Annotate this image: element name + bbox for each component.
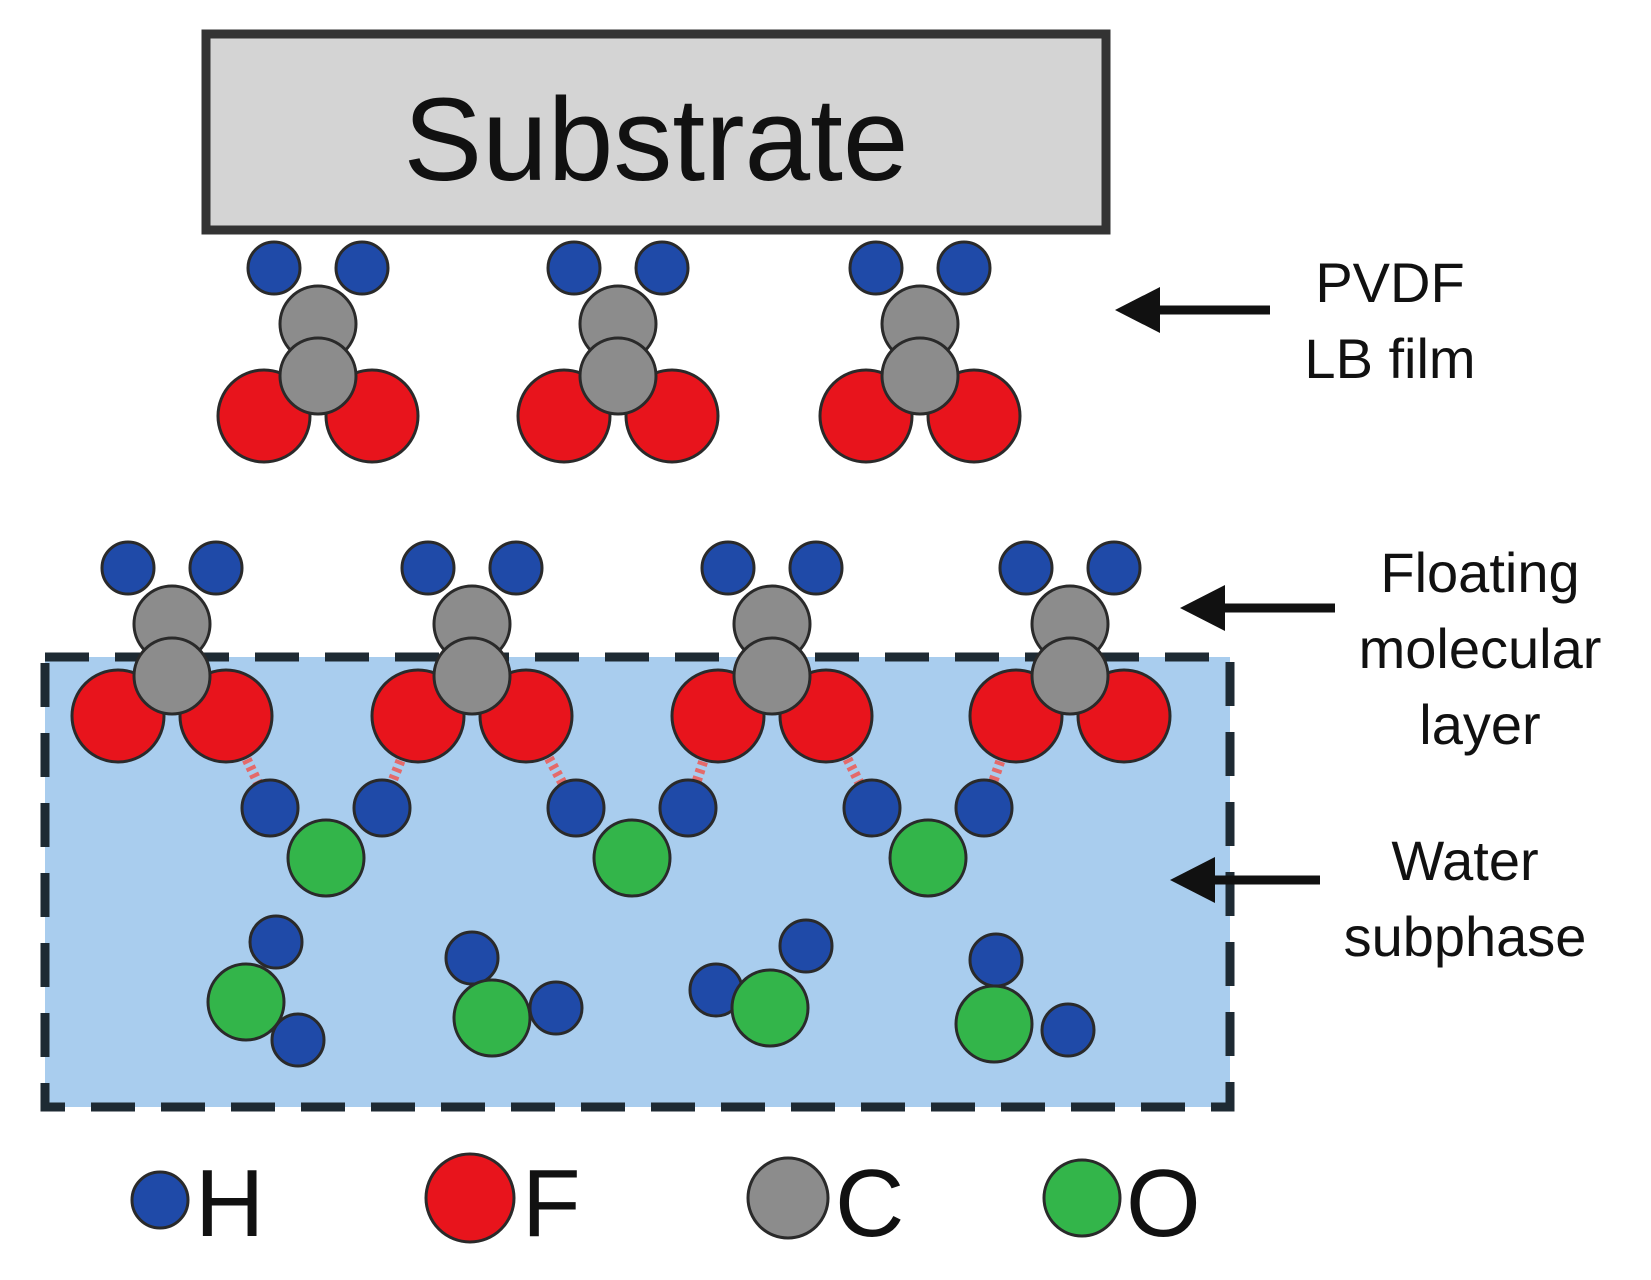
oxygen-atom bbox=[954, 984, 1034, 1064]
carbon-atom bbox=[578, 336, 658, 416]
legend-h-swatch bbox=[130, 1170, 190, 1230]
carbon-atom bbox=[1030, 636, 1110, 716]
hydrogen-atom bbox=[488, 540, 544, 596]
pvdf-lb-unit bbox=[516, 240, 720, 464]
hydrogen-atom bbox=[634, 240, 690, 296]
hydrogen-atom bbox=[968, 932, 1024, 988]
carbon-atom bbox=[278, 336, 358, 416]
hydrogen-atom bbox=[270, 1012, 326, 1068]
hydrogen-atom bbox=[700, 540, 756, 596]
pvdf-lb-film bbox=[216, 240, 1022, 464]
hydrogen-atom bbox=[188, 540, 244, 596]
bound-water-molecules bbox=[240, 778, 1014, 898]
hydrogen-atom bbox=[936, 240, 992, 296]
legend-o-swatch bbox=[1042, 1158, 1122, 1238]
legend-f-swatch bbox=[424, 1152, 516, 1244]
floating-layer-label-line2: molecular bbox=[1359, 617, 1602, 680]
legend-c-swatch bbox=[746, 1156, 830, 1240]
pvdf-film-label-line1: PVDF bbox=[1315, 251, 1464, 314]
free-water-molecule bbox=[954, 932, 1096, 1064]
pvdf-lb-unit bbox=[818, 240, 1022, 464]
legend-c-label: C bbox=[835, 1150, 904, 1257]
hydrogen-atom bbox=[444, 930, 500, 986]
hydrogen-atom bbox=[546, 778, 606, 838]
bound-water-molecule bbox=[842, 778, 1014, 898]
hydrogen-atom bbox=[1040, 1002, 1096, 1058]
hydrogen-atom bbox=[848, 240, 904, 296]
hydrogen-atom bbox=[334, 240, 390, 296]
hydrogen-atom bbox=[1086, 540, 1142, 596]
hydrogen-atom bbox=[240, 778, 300, 838]
hydrogen-atom bbox=[998, 540, 1054, 596]
oxygen-atom bbox=[592, 818, 672, 898]
free-water-molecules bbox=[206, 914, 1096, 1068]
free-water-molecule bbox=[206, 914, 326, 1068]
bound-water-molecule bbox=[240, 778, 412, 898]
hydrogen-atom bbox=[778, 918, 834, 974]
carbon-atom bbox=[732, 636, 812, 716]
floating-pvdf-unit bbox=[70, 540, 274, 764]
free-water-molecule bbox=[444, 930, 584, 1058]
floating-pvdf-unit bbox=[370, 540, 574, 764]
legend-o-label: O bbox=[1126, 1150, 1201, 1257]
water-subphase-annotation: Water subphase bbox=[1170, 829, 1586, 968]
hydrogen-atom bbox=[352, 778, 412, 838]
hydrogen-atom bbox=[400, 540, 456, 596]
hydrogen-atom bbox=[842, 778, 902, 838]
pvdf-film-label-line2: LB film bbox=[1304, 327, 1475, 390]
carbon-atom bbox=[880, 336, 960, 416]
hydrogen-atom bbox=[954, 778, 1014, 838]
floating-pvdf-unit bbox=[968, 540, 1172, 764]
floating-molecular-layer bbox=[70, 540, 1172, 764]
carbon-atom bbox=[432, 636, 512, 716]
pvdf-lb-unit bbox=[216, 240, 420, 464]
water-subphase-label-line2: subphase bbox=[1344, 905, 1587, 968]
oxygen-atom bbox=[206, 962, 286, 1042]
floating-layer-label-line3: layer bbox=[1419, 693, 1540, 756]
carbon-atom bbox=[132, 636, 212, 716]
pvdf-film-annotation: PVDF LB film bbox=[1115, 251, 1476, 390]
hydrogen-atom bbox=[248, 914, 304, 970]
legend-h-label: H bbox=[195, 1150, 264, 1257]
oxygen-atom bbox=[888, 818, 968, 898]
water-subphase-label-line1: Water bbox=[1391, 829, 1538, 892]
pvdf-film-arrow-head bbox=[1115, 287, 1160, 333]
substrate-label: Substrate bbox=[403, 74, 908, 206]
hydrogen-atom bbox=[788, 540, 844, 596]
hydrogen-atom bbox=[658, 778, 718, 838]
oxygen-atom bbox=[730, 968, 810, 1048]
floating-layer-label-line1: Floating bbox=[1380, 541, 1579, 604]
substrate-box bbox=[201, 29, 1111, 235]
water-subphase-arrow-head bbox=[1170, 857, 1215, 903]
bound-water-molecule bbox=[546, 778, 718, 898]
oxygen-atom bbox=[452, 978, 532, 1058]
hydrogen-atom bbox=[246, 240, 302, 296]
hydrogen-atom bbox=[100, 540, 156, 596]
free-water-molecule bbox=[688, 918, 834, 1048]
oxygen-atom bbox=[286, 818, 366, 898]
floating-pvdf-unit bbox=[670, 540, 874, 764]
floating-layer-arrow-head bbox=[1180, 585, 1225, 631]
hydrogen-atom bbox=[528, 980, 584, 1036]
floating-layer-annotation: Floating molecular layer bbox=[1180, 541, 1601, 756]
hydrogen-atom bbox=[546, 240, 602, 296]
legend-f-label: F bbox=[522, 1150, 581, 1257]
substrate: Substrate bbox=[201, 29, 1111, 235]
legend: H F C O bbox=[130, 1150, 1201, 1257]
